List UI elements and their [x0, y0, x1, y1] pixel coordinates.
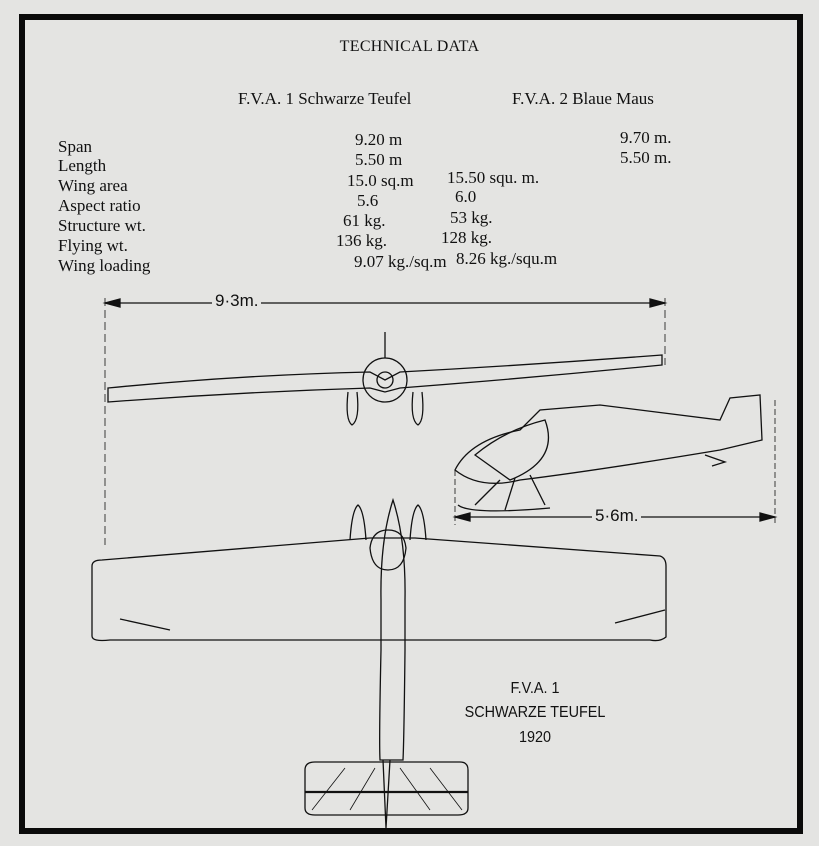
- length-dimension-label: 5·6m.: [592, 506, 642, 526]
- caption-name: SCHWARZE TEUFEL: [464, 704, 606, 721]
- fva1-value: 61 kg.: [343, 211, 386, 230]
- row-label: Span: [58, 137, 92, 156]
- section-title: TECHNICAL DATA: [339, 38, 480, 55]
- fva1-value: 5.50 m: [355, 150, 403, 169]
- row-label: Structure wt.: [58, 216, 146, 235]
- row-label: Wing area: [58, 176, 128, 195]
- fva2-value: 8.26 kg./squ.m: [456, 249, 558, 268]
- arrow-right-icon: [649, 298, 668, 308]
- arrow-left-icon: [102, 298, 121, 308]
- row-label: Length: [58, 156, 107, 175]
- fva1-value: 15.0 sq.m: [347, 171, 414, 190]
- page-border: [19, 14, 803, 834]
- fva2-value: 53 kg.: [450, 208, 493, 227]
- row-label: Wing loading: [58, 256, 151, 275]
- caption-year: 1920: [518, 729, 552, 746]
- fva2-value: 6.0: [455, 187, 477, 206]
- fva2-value: 128 kg.: [441, 228, 492, 247]
- fva1-value: 9.20 m: [355, 130, 403, 149]
- caption-designation: F.V.A. 1: [510, 680, 560, 697]
- fva1-value: 136 kg.: [336, 231, 387, 250]
- column-header-fva2: F.V.A. 2 Blaue Maus: [512, 89, 654, 108]
- arrow-left-icon: [452, 512, 471, 522]
- front-view: [107, 332, 663, 426]
- side-view: [454, 394, 776, 525]
- column-header-fva1: F.V.A. 1 Schwarze Teufel: [238, 89, 412, 108]
- arrow-right-icon: [759, 512, 778, 522]
- row-label: Aspect ratio: [58, 196, 141, 215]
- top-view: [91, 497, 667, 829]
- row-label: Flying wt.: [58, 236, 128, 255]
- fva2-value: 5.50 m.: [620, 148, 672, 167]
- fva1-value: 5.6: [357, 191, 379, 210]
- fva2-value: 15.50 squ. m.: [447, 168, 540, 187]
- fva2-value: 9.70 m.: [620, 128, 672, 147]
- fva1-value: 9.07 kg./sq.m: [354, 252, 447, 271]
- span-dimension-label: 9·3m.: [212, 291, 262, 311]
